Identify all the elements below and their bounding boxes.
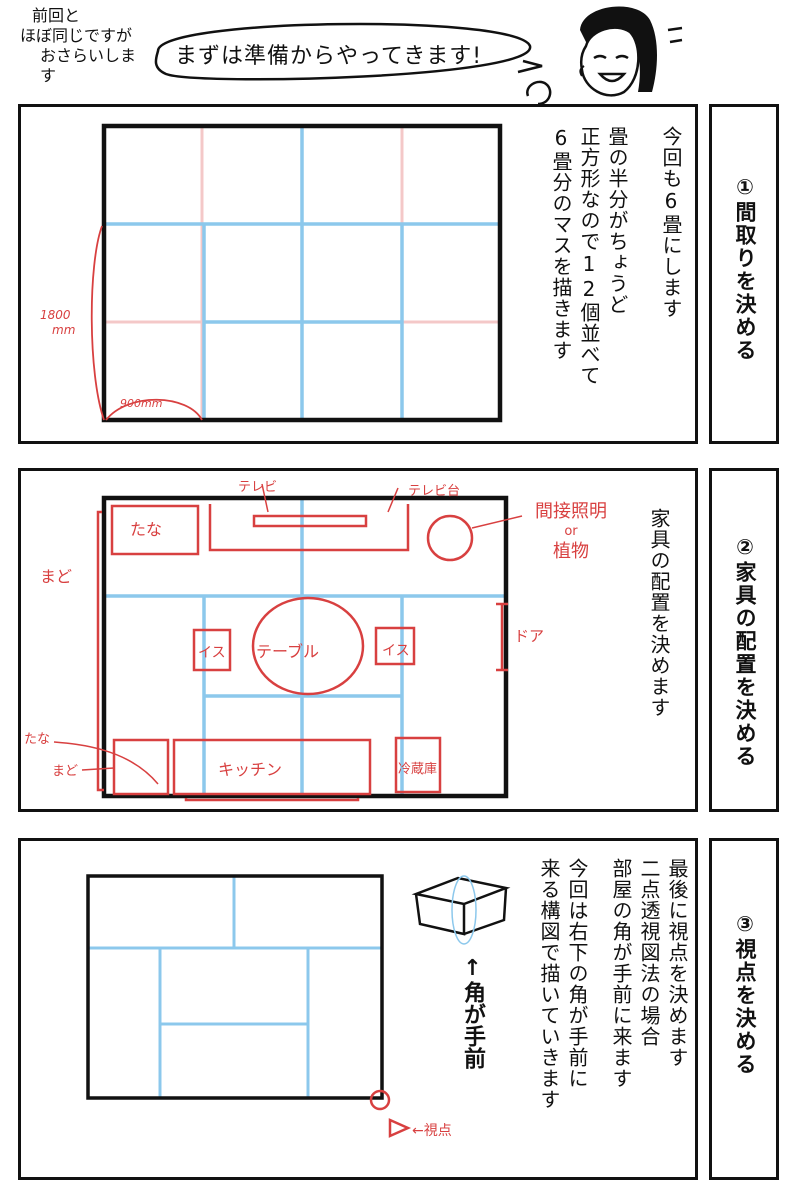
step-text-line: 正方形なので12個並べて: [577, 126, 601, 386]
label-plant-text: 植物: [553, 541, 589, 562]
label-window-left-text: まど: [40, 567, 73, 586]
intro-line: おさらいします: [40, 46, 137, 85]
label-lamp-or: or: [564, 524, 578, 539]
panel-viewpoint: [18, 838, 698, 1180]
floor-plan-grid: [90, 123, 503, 423]
window-bottom-shape: [184, 798, 360, 802]
chair-right-shape: [374, 626, 416, 666]
chair-left-shape: [192, 628, 232, 672]
step-label: ③視点を決める: [733, 912, 757, 1076]
step-label-box: [709, 838, 779, 1180]
intro-note: 前回と ほぼ同じですが おさらいします: [10, 6, 140, 86]
label-lamp: 間接照明 or 植物: [526, 502, 616, 562]
viewpoint-marker: [388, 1118, 412, 1138]
viewpoint-label: ←視点: [412, 1123, 452, 1139]
corner-note: ↑角が手前: [460, 956, 485, 1069]
step-label: ①間取りを決める: [733, 175, 757, 362]
character-illustration: [526, 6, 683, 105]
step-text-line: 畳の半分がちょうど: [605, 126, 629, 315]
dimension-height: 1800 mm: [40, 308, 75, 338]
dimension-height-value: 1800: [40, 308, 71, 322]
step-text-line: 家具の配置を決めます: [647, 508, 671, 718]
shelf-top-shape: [110, 504, 200, 556]
furniture-layout: [53, 483, 523, 802]
label-chair-left: イス: [198, 645, 226, 661]
label-fridge: 冷蔵庫: [398, 762, 438, 777]
label-window-left: まど: [40, 566, 72, 588]
label-chair-right: イス: [382, 643, 410, 659]
label-table: テーブル: [256, 642, 320, 661]
label-shelf-bottom: たな: [24, 732, 51, 747]
table-shape: [251, 596, 365, 696]
step-label: ②家具の配置を決める: [733, 535, 757, 768]
tv-stand-shape: [208, 504, 410, 552]
label-kitchen: キッチン: [218, 760, 283, 779]
kitchen-shape: [172, 738, 372, 796]
step-text-line: 今回は右下の角が手前に: [565, 858, 589, 1089]
panel-floor-plan: [18, 104, 698, 444]
lamp-shape: [426, 514, 474, 562]
step-label-box: [709, 468, 779, 812]
step-text-line: 6畳分のマスを描きます: [549, 126, 573, 361]
step-text-line: 最後に視点を決めます: [665, 858, 689, 1068]
intro-line: ほぼ同じですが: [20, 26, 133, 45]
corner-marker: [369, 1089, 391, 1111]
bubble-text: まずは準備からやってきます!: [175, 44, 483, 69]
tv-shape: [252, 514, 368, 528]
window-left-shape: [96, 510, 104, 792]
step-label-box: [709, 104, 779, 444]
label-door: ドア: [514, 627, 545, 645]
shelf-bottom-shape: [112, 738, 170, 796]
viewpoint-diagram: [86, 874, 511, 1138]
label-shelf-top: たな: [130, 520, 163, 539]
label-lamp-text: 間接照明: [535, 501, 607, 522]
step-text: 最後に視点を決めます 二点透視図法の場合 部屋の角が手前に来ます 今回は右下の角…: [520, 858, 690, 1118]
step-text-line: 部屋の角が手前に来ます: [609, 858, 633, 1089]
step-text: 今回も6畳にします 畳の半分がちょうど 正方形なので12個並べて 6畳分のマスを…: [534, 126, 684, 386]
dimension-width: 900mm: [120, 397, 163, 410]
dimension-height-unit: mm: [52, 323, 76, 337]
speech-bubble: [154, 22, 543, 81]
door-shape: [496, 602, 508, 672]
fridge-shape: [394, 736, 442, 794]
label-tv: テレビ: [238, 480, 278, 495]
step-text-line: 二点透視図法の場合: [637, 858, 661, 1047]
label-tv-stand: テレビ台: [408, 484, 461, 499]
intro-line: 前回と: [32, 6, 81, 25]
step-text-line: 来る構図で描いていきます: [537, 858, 561, 1110]
label-window-bottom: まど: [52, 764, 79, 779]
step-text-line: 今回も6畳にします: [659, 126, 683, 319]
panel-furniture: [18, 468, 698, 812]
